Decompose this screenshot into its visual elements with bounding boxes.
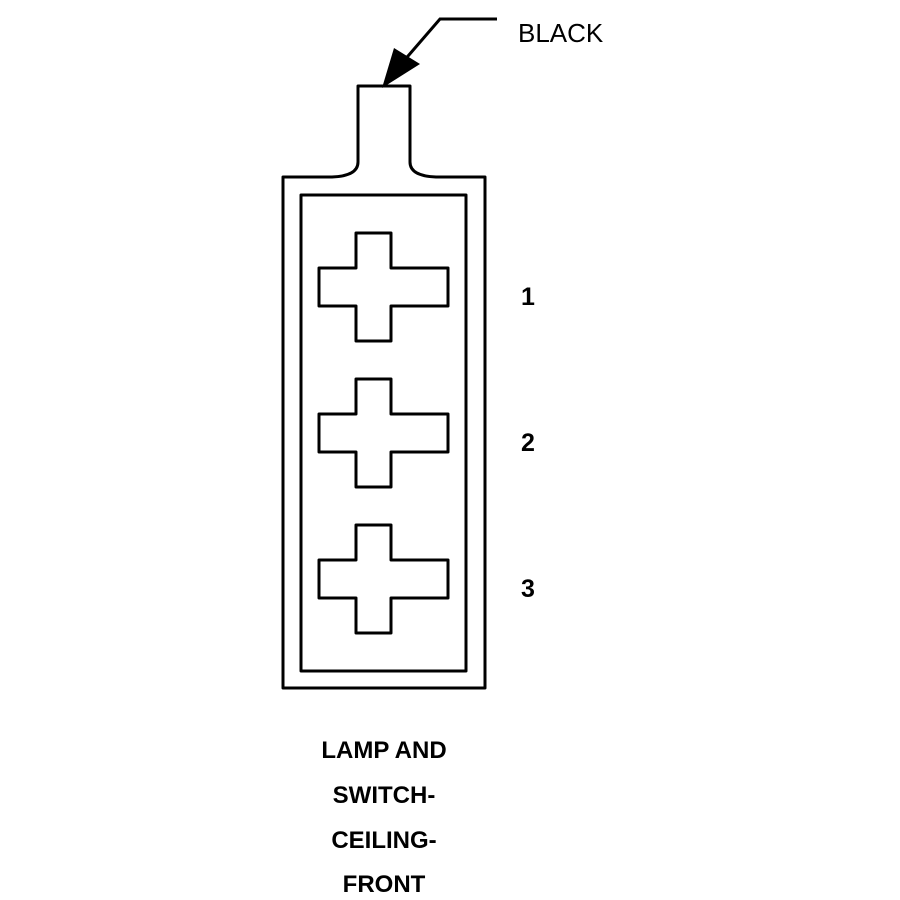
terminal-cavity-1	[317, 231, 450, 343]
caption-line-3: CEILING-	[331, 827, 436, 854]
pin-number-2: 2	[521, 429, 535, 457]
wire-color-label: BLACK	[518, 18, 604, 48]
connector-inner-frame	[299, 193, 468, 673]
pin-number-3: 3	[521, 575, 535, 603]
connector-caption: LAMP AND SWITCH- CEILING- FRONT	[321, 737, 446, 898]
terminal-cavity-3	[317, 523, 450, 635]
connector-housing-outline	[281, 84, 487, 690]
pin-number-1: 1	[521, 283, 535, 311]
caption-line-4: FRONT	[343, 871, 426, 898]
callout-leader-arrow	[382, 17, 497, 88]
terminal-cavity-2	[317, 377, 450, 489]
caption-line-2: SWITCH-	[333, 782, 436, 809]
caption-line-1: LAMP AND	[321, 737, 446, 764]
